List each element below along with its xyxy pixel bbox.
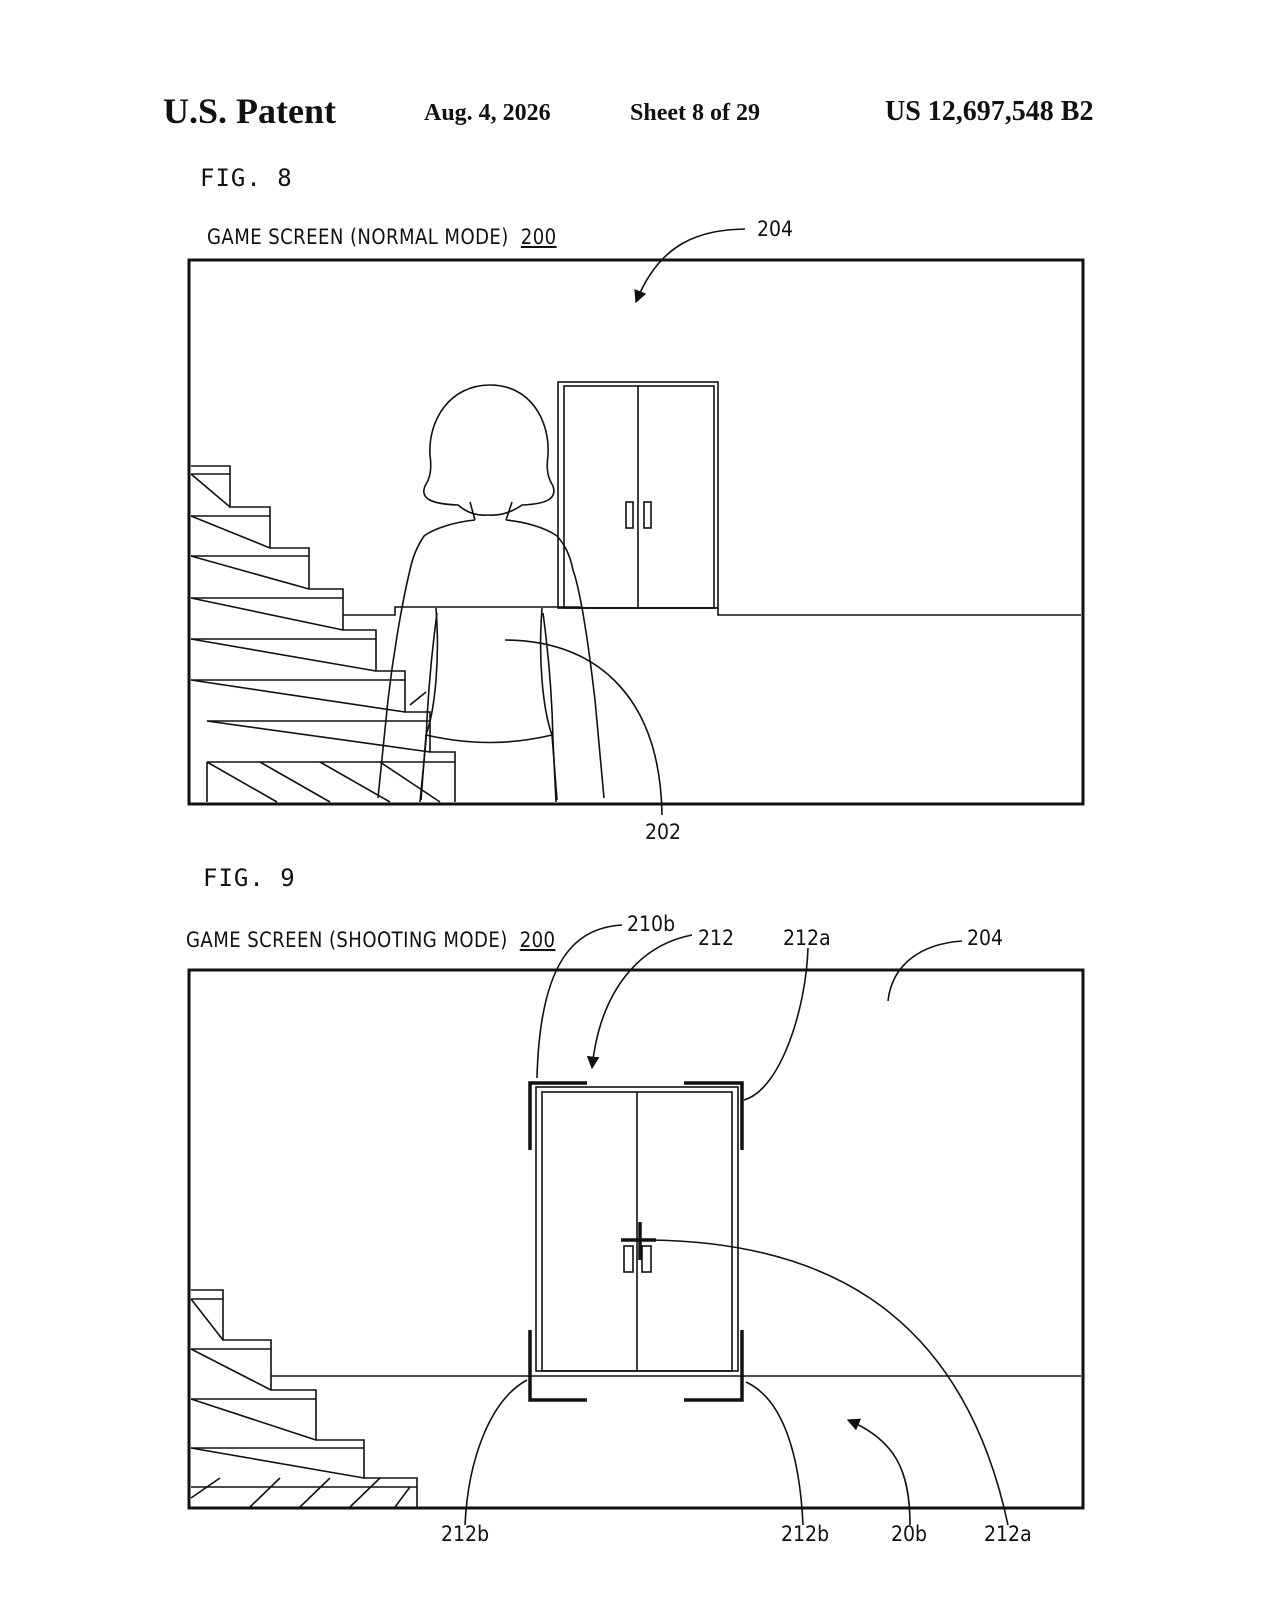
- fig9-ref-212: 212: [698, 926, 735, 950]
- fig9-leader-212b-right: [745, 1381, 804, 1526]
- fig8-double-door: [557, 381, 719, 609]
- fig8-staircase: [190, 465, 456, 803]
- fig8-character: [377, 384, 605, 803]
- patent-date: Aug. 4, 2026: [424, 100, 551, 126]
- fig8-label: FIG. 8: [200, 164, 293, 192]
- fig9-caption-text: GAME SCREEN (SHOOTING MODE): [186, 928, 508, 952]
- fig9-ref-212b-right: 212b: [781, 1522, 830, 1546]
- fig9-game-screen: [187, 924, 1085, 1526]
- fig9-double-door: [535, 1086, 739, 1372]
- fig9-leader-204: [887, 940, 963, 1002]
- fig9-leader-212a-top: [743, 947, 809, 1101]
- fig9-ref-212b-left: 212b: [441, 1522, 490, 1546]
- fig8-ref-202: 202: [645, 820, 682, 844]
- fig9-label: FIG. 9: [203, 864, 296, 892]
- fig8-game-screen: [187, 228, 1085, 816]
- fig9-caption: GAME SCREEN (SHOOTING MODE) 200: [186, 928, 555, 952]
- fig9-leader-212b-left: [464, 1379, 528, 1526]
- fig9-ref-204: 204: [967, 926, 1004, 950]
- fig8-screen-frame: [187, 258, 1085, 806]
- fig9-ref-212a-top: 212a: [783, 926, 831, 950]
- patent-title: U.S. Patent: [163, 91, 336, 131]
- fig9-caption-ref: 200: [519, 928, 556, 952]
- fig9-staircase: [190, 1289, 418, 1508]
- fig9-leader-210b: [536, 924, 623, 1079]
- fig8-leader-204: [634, 228, 746, 304]
- fig9-leader-206: [846, 1418, 911, 1526]
- fig9-screen-frame: [187, 968, 1085, 1510]
- fig9-leader-212a-bottom: [649, 1239, 1009, 1526]
- fig8-caption-text: GAME SCREEN (NORMAL MODE): [207, 225, 509, 249]
- fig8-ref-204: 204: [757, 217, 794, 241]
- fig9-leader-212: [586, 934, 693, 1070]
- fig9-ref-212a-bottom: 212a: [984, 1522, 1032, 1546]
- fig8-caption: GAME SCREEN (NORMAL MODE) 200: [207, 225, 557, 249]
- fig9-ref-206: 20b: [891, 1522, 928, 1546]
- patent-number: US 12,697,548 B2: [885, 96, 1094, 127]
- fig9-ref-210b: 210b: [627, 912, 676, 936]
- fig8-leader-202: [504, 639, 663, 816]
- sheet-number: Sheet 8 of 29: [630, 100, 760, 126]
- fig8-caption-ref: 200: [520, 225, 557, 249]
- fig9-reticle-brackets: [528, 1081, 744, 1402]
